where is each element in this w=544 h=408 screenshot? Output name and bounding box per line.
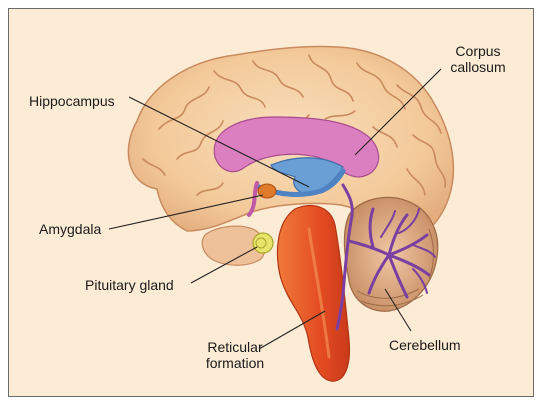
corpus-callosum-shape: [213, 116, 380, 178]
label-amygdala: Amygdala: [39, 221, 102, 237]
label-cerebellum: Cerebellum: [389, 337, 461, 353]
temporal-lobe: [201, 225, 266, 266]
leader-cerebellum: [384, 288, 412, 332]
brainstem-shape: [276, 204, 351, 382]
leader-amygdala: [108, 194, 264, 230]
amygdala-shape: [257, 183, 277, 199]
pituitary-shape: [252, 232, 274, 254]
label-corpus-callosum: Corpus callosum: [450, 43, 506, 75]
label-hippocampus: Hippocampus: [29, 93, 115, 109]
leader-lines: [108, 68, 442, 350]
purple-tract: [335, 183, 354, 331]
leader-pituitary: [190, 246, 258, 284]
label-reticular-formation: Reticular formation: [205, 339, 265, 371]
leader-reticular: [258, 310, 326, 350]
arbor-vitae: [347, 207, 436, 299]
leader-hippocampus: [128, 96, 310, 188]
brain-sagittal-diagram: [108, 45, 455, 382]
diagram-frame: Corpus callosum Hippocampus Amygdala Pit…: [8, 8, 534, 397]
leader-corpus-callosum: [354, 68, 442, 156]
stalk-shape: [247, 181, 259, 217]
label-pituitary-gland: Pituitary gland: [85, 277, 174, 293]
